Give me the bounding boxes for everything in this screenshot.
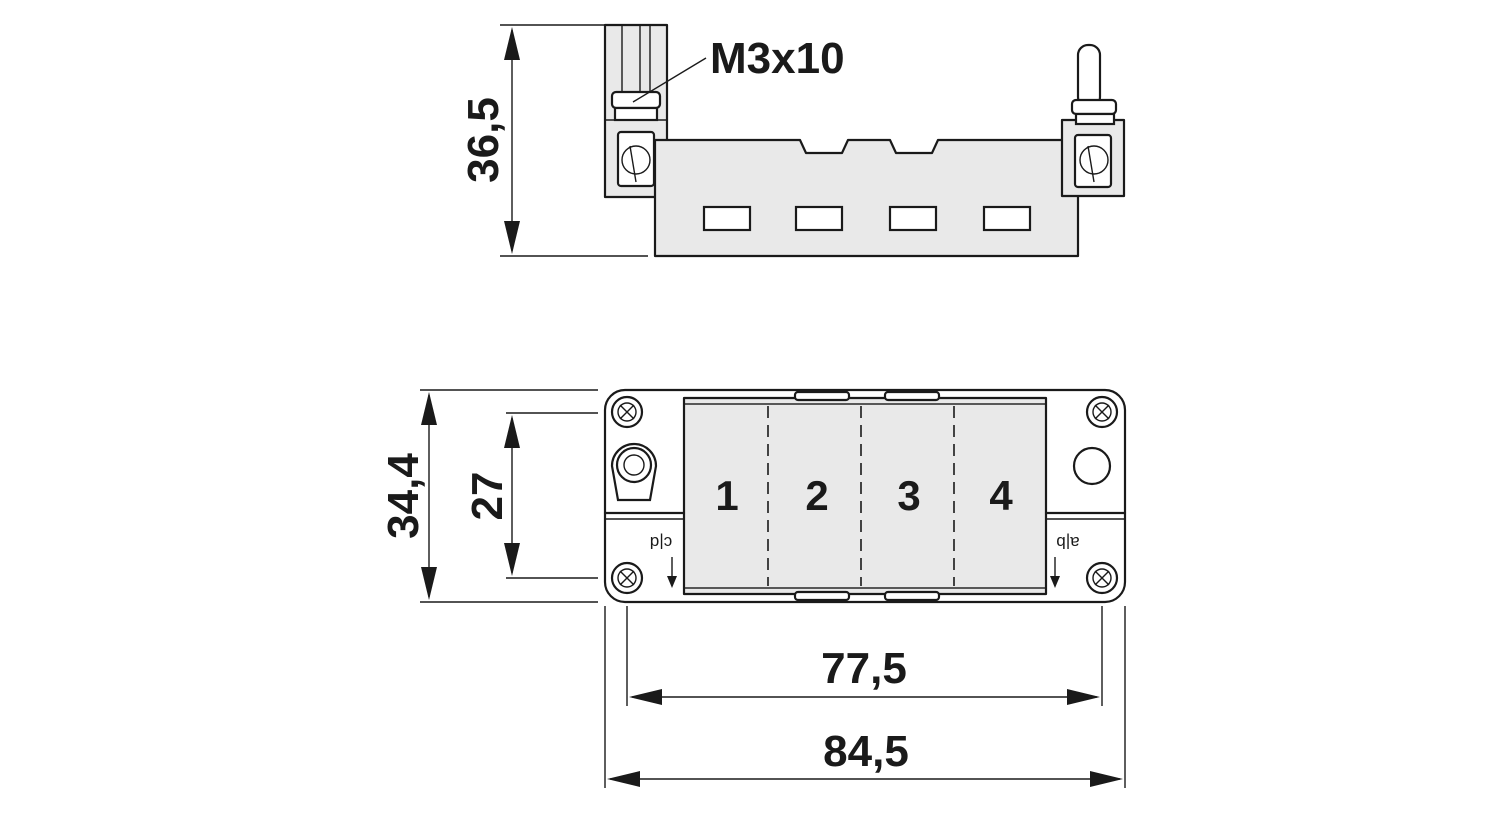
- slot-number: 1: [715, 472, 738, 519]
- dimension-outer-width: 84,5: [604, 606, 1126, 788]
- right-bracket: [1060, 43, 1126, 198]
- screw-icon-top-left: [610, 395, 644, 429]
- pin-hole-icon: [1072, 446, 1112, 486]
- top-view: 34,4 27: [379, 388, 1127, 788]
- dimension-inner-height: 27: [463, 412, 598, 579]
- locking-pin-icon: [610, 442, 658, 502]
- screw-icon-top-right: [1085, 395, 1119, 429]
- window-1: [702, 205, 752, 232]
- left-bracket: [603, 23, 669, 199]
- coding-right: a|b: [1050, 533, 1080, 588]
- slot-number: 4: [989, 472, 1013, 519]
- side-view: 36,5: [459, 23, 1126, 258]
- screw-callout-label: M3x10: [710, 34, 845, 83]
- dimension-outer-height: 34,4: [379, 389, 598, 603]
- dimension-height-side: 36,5: [459, 24, 648, 257]
- screw-icon-bottom-right: [1085, 561, 1119, 595]
- dimension-label-27: 27: [463, 472, 512, 521]
- dimension-label-34-4: 34,4: [379, 453, 428, 539]
- housing-body-top: [603, 388, 1127, 604]
- coding-label-right: a|b: [1056, 533, 1079, 552]
- window-3: [888, 205, 938, 232]
- dimension-inner-width: 77,5: [626, 606, 1103, 706]
- housing-body-side: [653, 138, 1080, 258]
- coding-left: c|d: [650, 533, 677, 588]
- module-slots: 1 2 3 4: [715, 472, 1013, 519]
- window-4: [982, 205, 1032, 232]
- slot-number: 2: [805, 472, 828, 519]
- dimension-label-77-5: 77,5: [821, 644, 907, 693]
- dimension-label-84-5: 84,5: [823, 727, 909, 776]
- screw-callout: M3x10: [632, 34, 845, 103]
- screw-icon-bottom-left: [610, 561, 644, 595]
- window-2: [794, 205, 844, 232]
- coding-label-left: c|d: [650, 533, 672, 552]
- dimension-label-36-5: 36,5: [459, 97, 508, 183]
- slot-number: 3: [897, 472, 920, 519]
